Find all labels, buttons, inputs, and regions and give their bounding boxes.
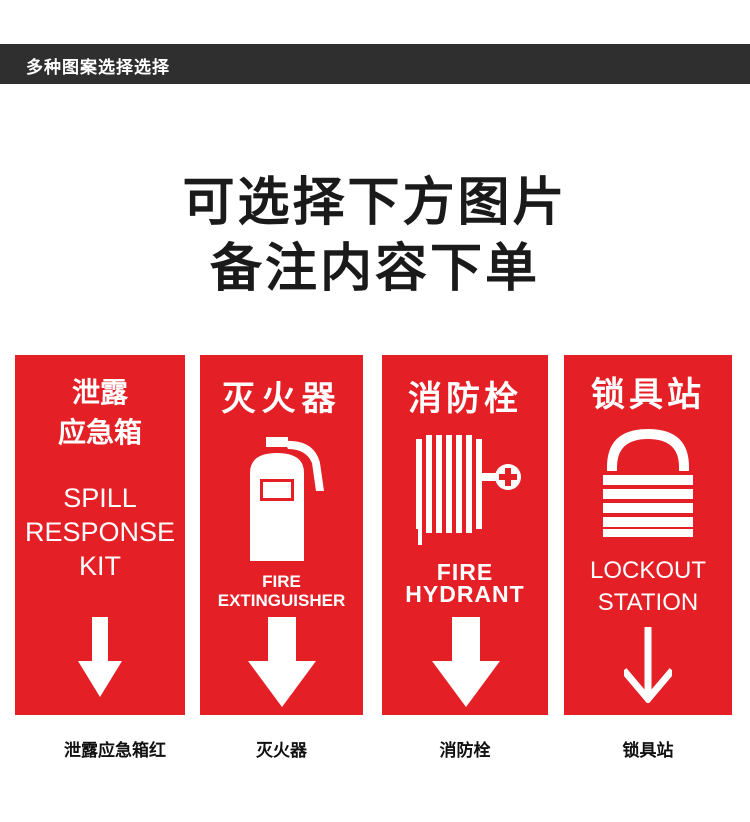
caption-lockout-station: 锁具站 xyxy=(622,741,674,761)
sign-lockout-station[interactable]: 锁具站 LOCKOUT STATION xyxy=(564,355,732,715)
caption-fire-hydrant: 消防栓 xyxy=(439,741,491,761)
sign-fire-hydrant[interactable]: 消防栓 FIRE HYDRANT xyxy=(382,355,548,715)
caption-spill-response-kit: 泄露应急箱红 xyxy=(64,741,166,761)
headline-line-1: 可选择下方图片 xyxy=(182,173,568,233)
sign-en-line-2: HYDRANT xyxy=(405,581,525,607)
banner-title: 多种图案选择选择 xyxy=(26,58,170,78)
caption-fire-extinguisher: 灭火器 xyxy=(256,741,307,761)
sign-fire-extinguisher[interactable]: 灭火器 FIRE EXTINGUISHER xyxy=(200,355,363,715)
sign-spill-response-kit[interactable]: 泄露 应急箱 SPILL RESPONSE KIT xyxy=(15,355,185,715)
sign-zh-title: 锁具站 xyxy=(591,375,705,415)
sign-en-line-2: RESPONSE xyxy=(24,517,176,547)
fire-hose-reel-icon xyxy=(416,435,521,545)
fire-extinguisher-icon xyxy=(250,437,324,561)
sign-zh-line-1: 泄露 xyxy=(71,376,128,409)
sign-en-line-3: KIT xyxy=(78,551,121,581)
arrow-down-icon xyxy=(248,617,316,707)
arrow-down-icon xyxy=(624,627,672,703)
top-banner: 多种图案选择选择 xyxy=(0,44,750,84)
sign-zh-title: 灭火器 xyxy=(221,379,342,419)
sign-en-line-1: LOCKOUT xyxy=(589,557,706,584)
sign-en-line-1: FIRE xyxy=(436,559,494,585)
sign-en-line-1: FIRE xyxy=(262,572,301,591)
sign-zh-line-2: 应急箱 xyxy=(57,416,142,449)
sign-en-line-1: SPILL xyxy=(63,483,137,513)
sign-zh-title: 消防栓 xyxy=(408,379,522,419)
headline-line-2: 备注内容下单 xyxy=(209,239,540,299)
arrow-down-icon xyxy=(78,617,122,697)
arrow-down-icon xyxy=(432,617,500,707)
sign-en-line-2: EXTINGUISHER xyxy=(217,591,346,610)
padlock-icon xyxy=(603,429,693,537)
sign-en-line-2: STATION xyxy=(597,589,699,616)
